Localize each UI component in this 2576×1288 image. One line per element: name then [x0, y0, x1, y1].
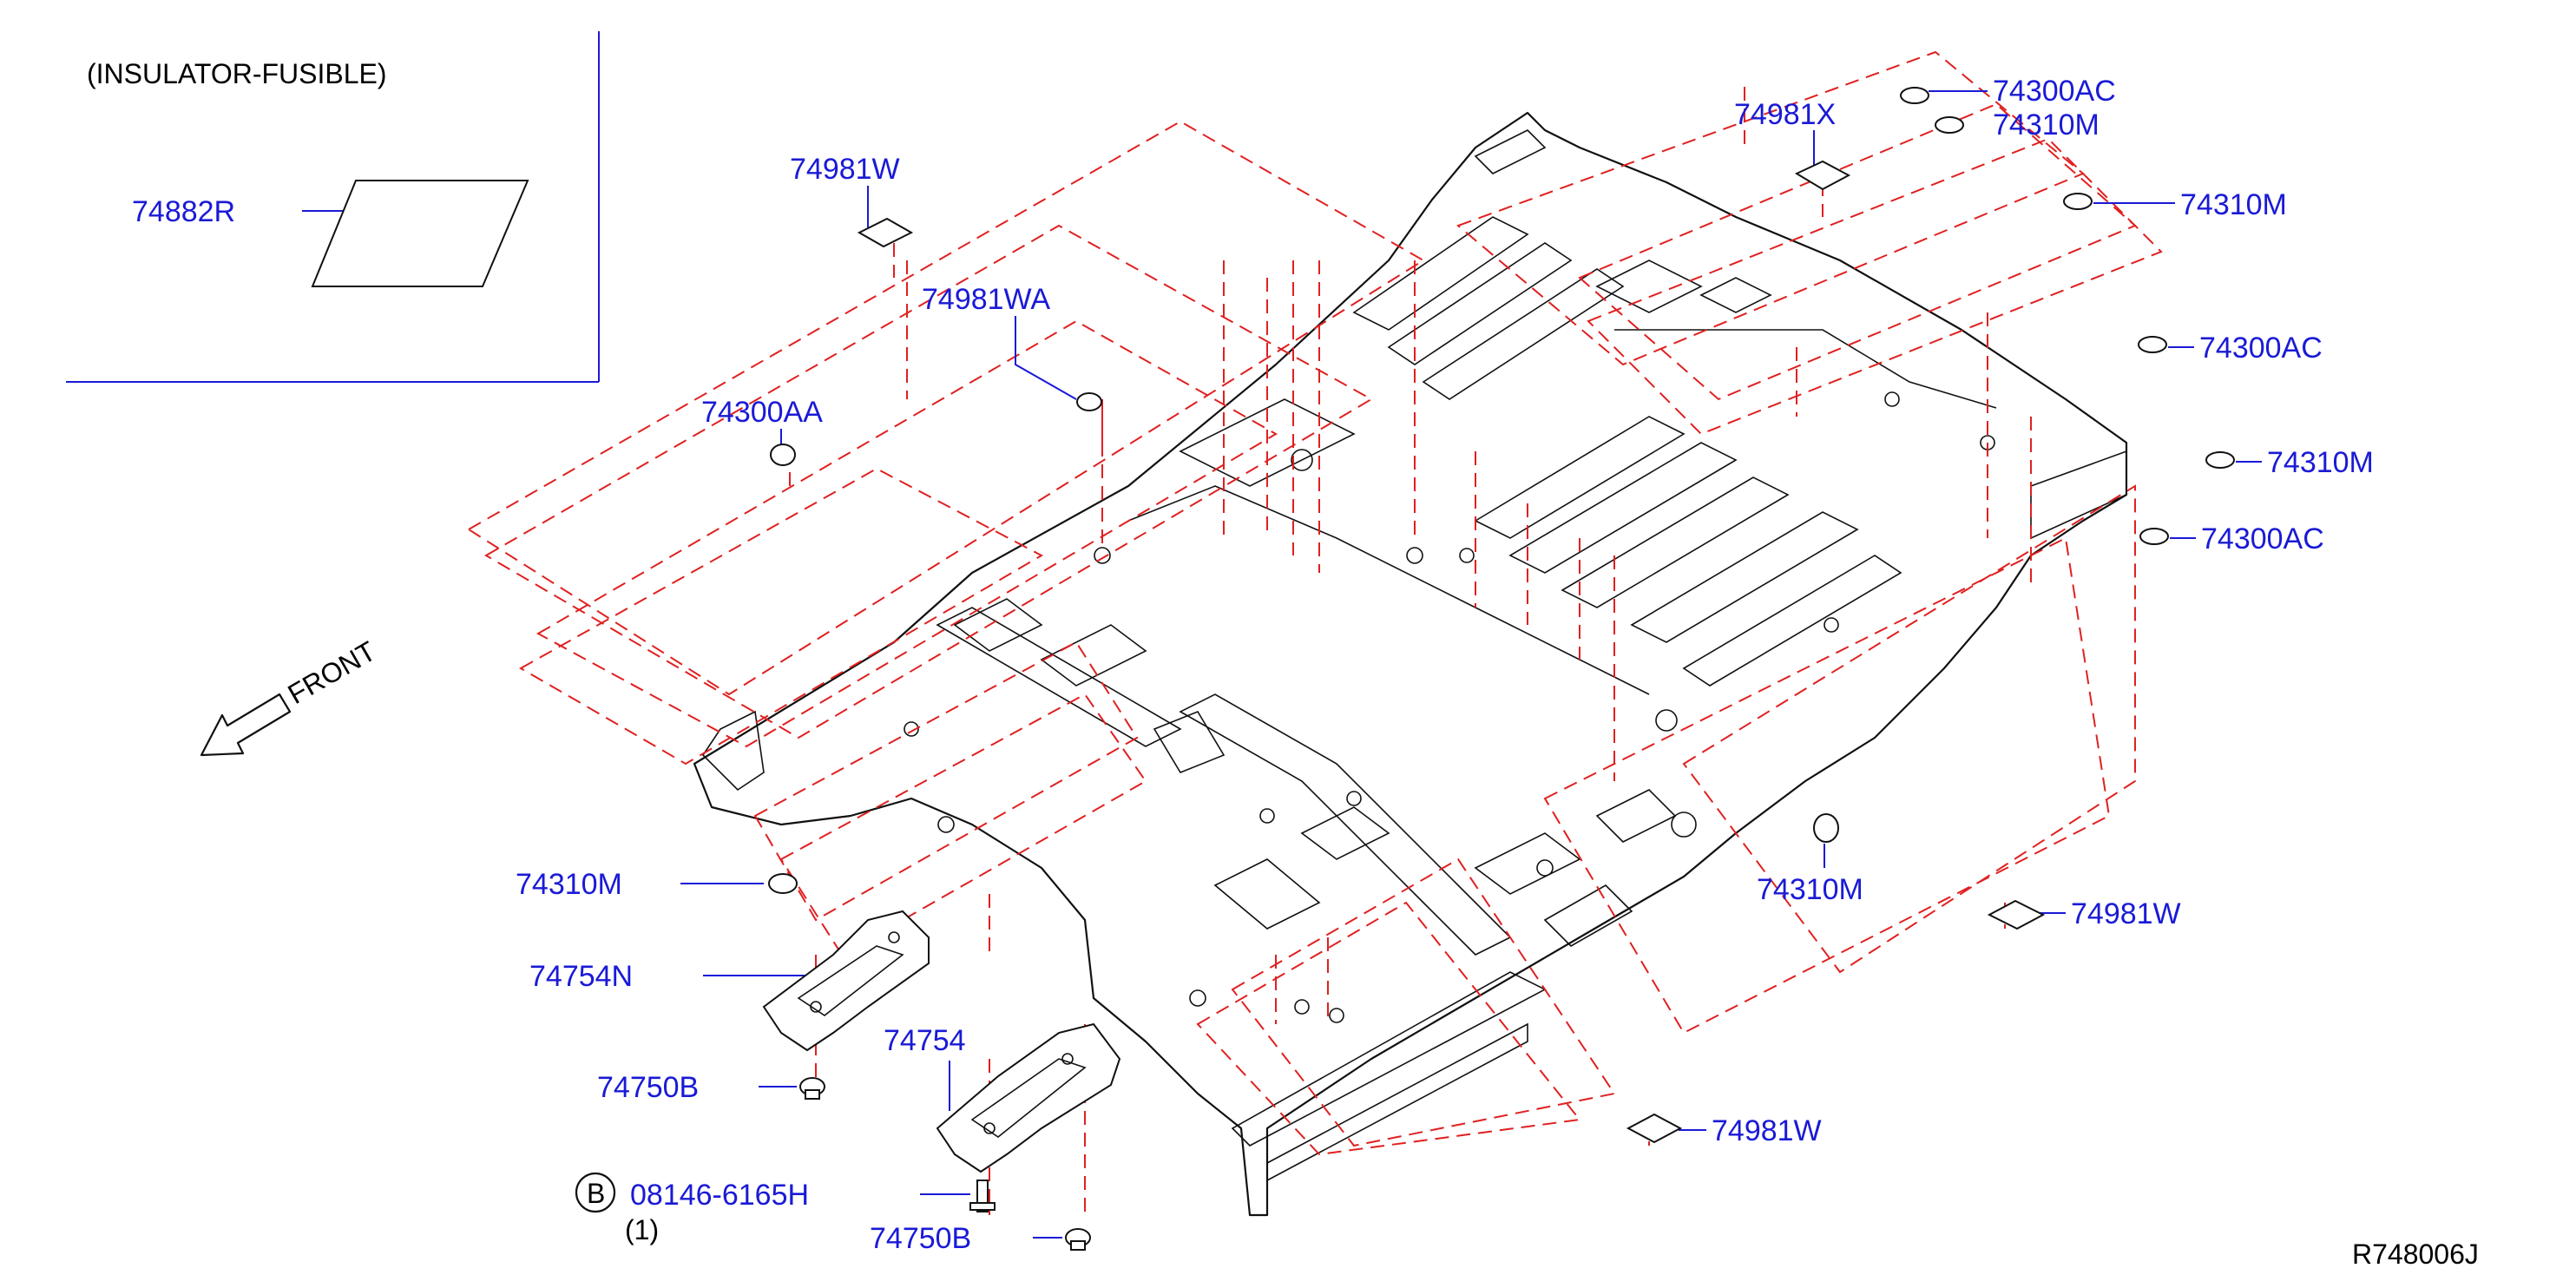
inset-part-label[interactable]: 74882R: [132, 195, 235, 228]
part-74300AC-right-2[interactable]: 74300AC: [2139, 522, 2324, 555]
clip-74300AC-b: [2138, 336, 2167, 353]
part-74310M-right-2[interactable]: 74310M: [2205, 446, 2374, 479]
label-74750B-b[interactable]: 74750B: [870, 1222, 971, 1255]
label-74310M-d[interactable]: 74310M: [1757, 873, 1863, 906]
part-74981W-top-left[interactable]: 74981W: [790, 153, 914, 248]
clip-74310M-c: [2205, 451, 2235, 469]
part-74981W-bottom[interactable]: 74981W: [1626, 1113, 1822, 1147]
part-74750B-upper[interactable]: 74750B: [597, 1071, 825, 1104]
grommet-74310M-d: [1813, 813, 1839, 843]
part-74754N[interactable]: 74754N: [529, 910, 930, 1052]
label-bolt-part[interactable]: 08146-6165H: [630, 1179, 809, 1212]
label-74300AC-c[interactable]: 74300AC: [2201, 522, 2324, 555]
heat-shield-74754: [936, 1022, 1121, 1173]
inset-panel: (INSULATOR-FUSIBLE) 74882R: [66, 31, 600, 383]
label-74300AA[interactable]: 74300AA: [701, 396, 823, 429]
part-74310M-top[interactable]: 74310M: [1935, 108, 2100, 141]
clip-74300AC-c: [2139, 528, 2169, 545]
label-74754N[interactable]: 74754N: [529, 960, 633, 993]
floor-pan: [693, 111, 2128, 1217]
front-indicator: FRONT: [200, 635, 381, 757]
part-74300AC-right-1[interactable]: 74300AC: [2138, 332, 2323, 365]
clip-74310M-a: [1935, 116, 1964, 134]
part-74981WA[interactable]: 74981WA: [922, 283, 1102, 411]
part-74750B-lower[interactable]: 74750B: [870, 1222, 1091, 1255]
grommet-74310M-e: [768, 873, 798, 894]
label-74310M-c[interactable]: 74310M: [2267, 446, 2374, 479]
mat-outlines: [467, 50, 2163, 1156]
part-74981X[interactable]: 74981X: [1734, 98, 1851, 191]
heat-shield-74754N: [762, 910, 930, 1052]
part-74300AA[interactable]: 74300AA: [701, 396, 823, 466]
patch-74981W-b: [1987, 899, 2046, 930]
label-74750B-a[interactable]: 74750B: [597, 1071, 699, 1104]
label-74981WA[interactable]: 74981WA: [922, 283, 1050, 316]
inset-title: (INSULATOR-FUSIBLE): [87, 58, 387, 89]
part-bolt-08146[interactable]: B 08146-6165H (1): [575, 1172, 996, 1245]
grommet-74300AA: [770, 444, 796, 466]
clip-74310M-b: [2063, 193, 2093, 210]
drop-lines: [785, 87, 2032, 1215]
label-74310M-a[interactable]: 74310M: [1993, 108, 2100, 141]
part-74981W-right[interactable]: 74981W: [1987, 897, 2181, 930]
patch-74981X: [1794, 160, 1851, 191]
insulator-sheet: [311, 180, 529, 287]
label-74300AC-b[interactable]: 74300AC: [2199, 332, 2323, 365]
part-74310M-left[interactable]: 74310M: [516, 868, 798, 901]
label-74981X[interactable]: 74981X: [1734, 98, 1836, 131]
front-arrow-icon: [200, 693, 292, 757]
bolt-circle-icon: [575, 1172, 616, 1213]
part-74310M-lower-right[interactable]: 74310M: [1757, 813, 1863, 906]
patch-74981W-a: [857, 217, 914, 248]
label-74981W-b[interactable]: 74981W: [2071, 897, 2181, 930]
label-74310M-b[interactable]: 74310M: [2180, 188, 2287, 221]
label-bolt-qty: (1): [625, 1214, 659, 1245]
patch-74981W-c: [1626, 1113, 1683, 1144]
front-label: FRONT: [283, 635, 381, 710]
part-74300AC-top[interactable]: 74300AC: [1900, 75, 2116, 108]
label-74981W-a[interactable]: 74981W: [790, 153, 900, 186]
part-74310M-right-1[interactable]: 74310M: [2063, 188, 2287, 221]
label-74981W-c[interactable]: 74981W: [1712, 1114, 1822, 1147]
label-74754[interactable]: 74754: [884, 1024, 966, 1057]
clip-74300AC-a: [1900, 87, 1929, 104]
part-74754[interactable]: 74754: [884, 1022, 1121, 1173]
label-74310M-e[interactable]: 74310M: [516, 868, 622, 901]
bolt-circle-label: B: [587, 1178, 605, 1209]
label-74300AC-a[interactable]: 74300AC: [1993, 75, 2116, 108]
grommet-74981WA: [1076, 392, 1102, 411]
reference-code: R748006J: [2352, 1239, 2479, 1270]
